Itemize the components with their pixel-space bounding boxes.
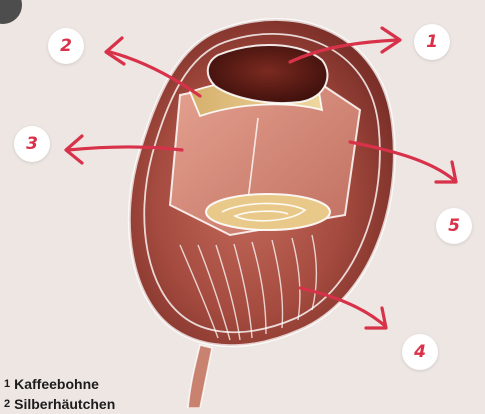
legend-item-label: Silberhäutchen bbox=[14, 396, 115, 412]
badge-3: 3 bbox=[14, 126, 50, 162]
arrow-to-3 bbox=[68, 147, 182, 150]
badge-5-label: 5 bbox=[448, 216, 460, 236]
badge-4: 4 bbox=[402, 334, 438, 370]
legend-item-number: 1 bbox=[4, 378, 10, 390]
legend-item-number: 2 bbox=[4, 398, 10, 410]
legend: 1 Kaffeebohne 2 Silberhäutchen bbox=[4, 374, 224, 414]
legend-item-label: Kaffeebohne bbox=[14, 376, 99, 392]
badge-2-label: 2 bbox=[60, 36, 72, 56]
badge-1: 1 bbox=[414, 24, 450, 60]
badge-4-label: 4 bbox=[414, 342, 426, 362]
badge-1-label: 1 bbox=[426, 32, 438, 52]
arrowhead-2 bbox=[106, 38, 124, 64]
badge-5: 5 bbox=[436, 208, 472, 244]
legend-item: 1 Kaffeebohne bbox=[4, 374, 224, 394]
badge-3-label: 3 bbox=[26, 134, 38, 154]
badge-2: 2 bbox=[48, 28, 84, 64]
legend-item: 2 Silberhäutchen bbox=[4, 394, 224, 414]
